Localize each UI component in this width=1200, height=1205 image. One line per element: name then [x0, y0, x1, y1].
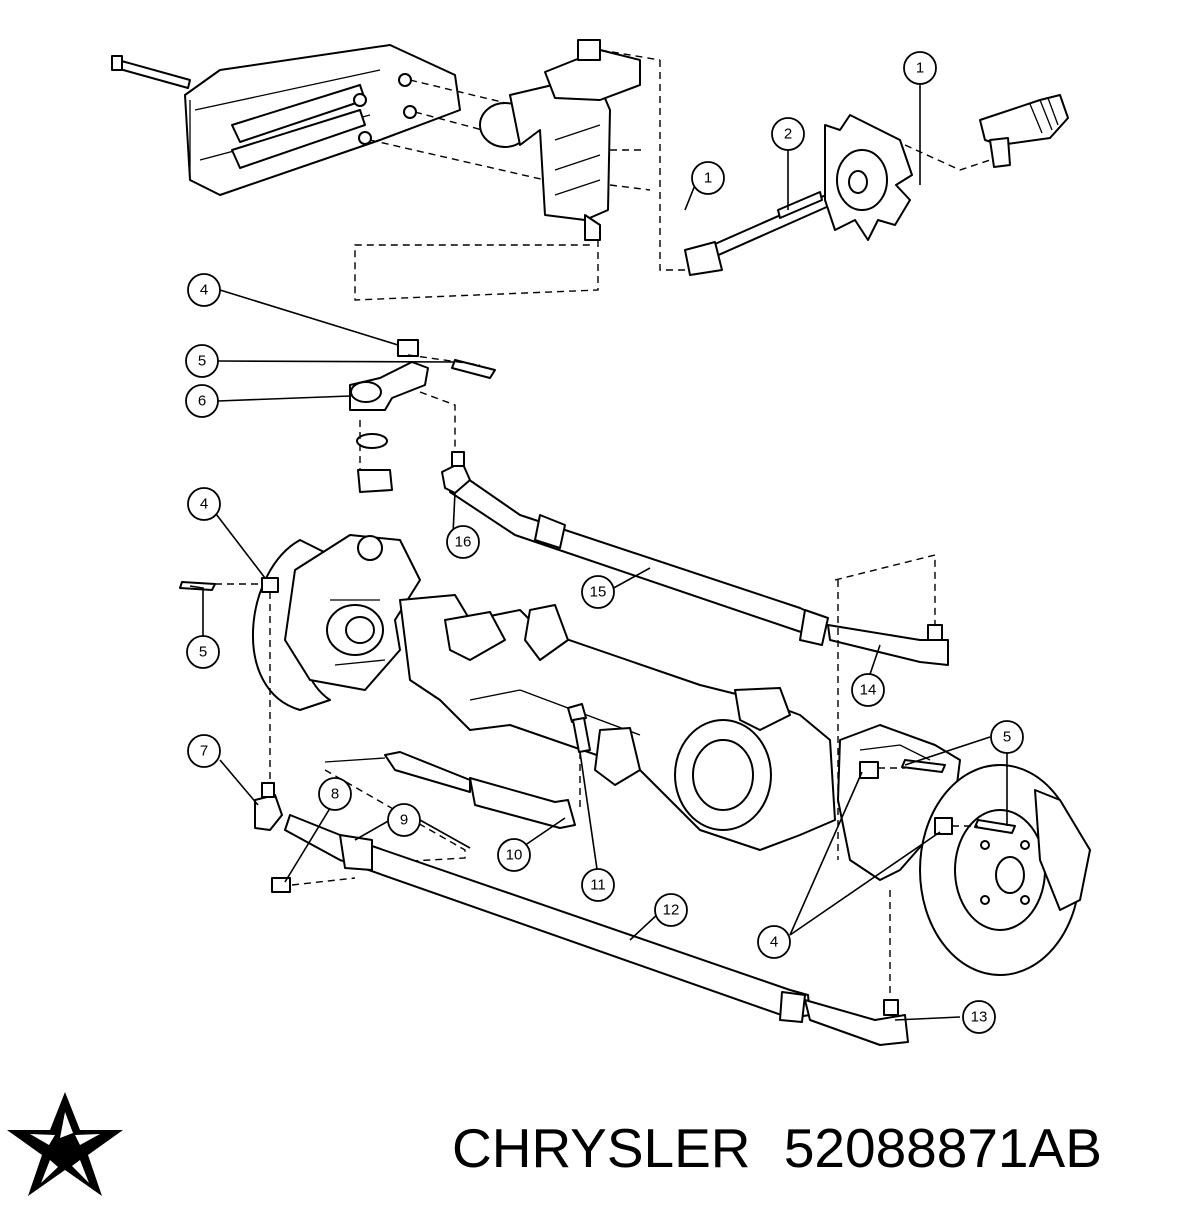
callout-8: 8	[318, 777, 352, 811]
part-caption: CHRYSLER 52088871AB	[452, 1108, 1192, 1188]
callout-14: 14	[851, 673, 885, 707]
nut-left	[261, 577, 279, 593]
callout-5: 5	[990, 720, 1024, 754]
part-number: 52088871AB	[783, 1117, 1102, 1179]
steering-damper	[324, 751, 576, 829]
callout-10: 10	[497, 838, 531, 872]
nut-right-lower	[934, 817, 953, 835]
svg-text:16: 16	[455, 534, 472, 551]
brand-name: CHRYSLER	[452, 1117, 751, 1179]
pentastar-icon	[2, 1088, 128, 1200]
callout-5: 5	[186, 635, 220, 669]
cotter-pin-left	[179, 581, 216, 591]
tie-rod-end-16	[441, 451, 471, 494]
callout-13: 13	[962, 1000, 996, 1034]
drag-link	[449, 469, 829, 646]
damper-bolt	[567, 703, 591, 753]
steering-column-coupler	[979, 94, 1069, 168]
nut-right-upper	[859, 761, 879, 779]
svg-text:7: 7	[200, 743, 208, 760]
leader-lines	[189, 80, 1008, 1021]
cotter-pin-top	[451, 359, 496, 379]
steering-gear	[479, 39, 641, 241]
pitman-arm-nut-top	[397, 339, 419, 357]
svg-text:5: 5	[199, 644, 207, 661]
svg-text:4: 4	[770, 934, 778, 951]
svg-text:1: 1	[704, 170, 712, 187]
cotter-pin-right-lower	[974, 819, 1016, 834]
callout-12: 12	[654, 893, 688, 927]
callout-15: 15	[581, 575, 615, 609]
callout-2: 2	[771, 117, 805, 151]
svg-text:13: 13	[971, 1009, 988, 1026]
tie-rod-end-7	[254, 782, 283, 831]
svg-text:10: 10	[506, 847, 523, 864]
svg-text:6: 6	[198, 393, 206, 410]
svg-text:15: 15	[590, 584, 607, 601]
svg-text:5: 5	[198, 353, 206, 370]
callout-1: 1	[903, 51, 937, 85]
mounting-bolt	[111, 55, 191, 89]
pitman-arm	[349, 361, 429, 411]
callout-4: 4	[187, 273, 221, 307]
callout-9: 9	[387, 803, 421, 837]
callout-4: 4	[757, 925, 791, 959]
callout-11: 11	[581, 868, 615, 902]
frame-rail	[184, 44, 461, 196]
brake-caliper	[1034, 789, 1091, 911]
callout-5: 5	[185, 344, 219, 378]
svg-text:1: 1	[916, 60, 924, 77]
washer-and-nut	[356, 433, 393, 493]
tie-rod-end-13	[804, 999, 909, 1046]
adjuster-clamp-nut	[271, 877, 291, 893]
callout-7: 7	[187, 734, 221, 768]
axle-housing	[399, 594, 836, 851]
left-knuckle	[284, 534, 421, 691]
callout-6: 6	[185, 384, 219, 418]
svg-text:11: 11	[590, 877, 606, 894]
callout-4: 4	[187, 487, 221, 521]
svg-text:8: 8	[331, 786, 339, 803]
svg-text:4: 4	[200, 496, 208, 513]
svg-text:14: 14	[860, 682, 877, 699]
svg-text:9: 9	[400, 812, 408, 829]
svg-text:12: 12	[663, 902, 680, 919]
track-bar-bracket	[594, 727, 641, 786]
tie-rod	[284, 814, 811, 1023]
callout-16: 16	[446, 525, 480, 559]
callout-1: 1	[691, 161, 725, 195]
svg-text:2: 2	[784, 126, 792, 143]
tie-rod-end-14	[827, 624, 949, 666]
svg-text:4: 4	[200, 282, 208, 299]
dash-panel-plate	[824, 114, 913, 241]
svg-text:5: 5	[1003, 729, 1011, 746]
